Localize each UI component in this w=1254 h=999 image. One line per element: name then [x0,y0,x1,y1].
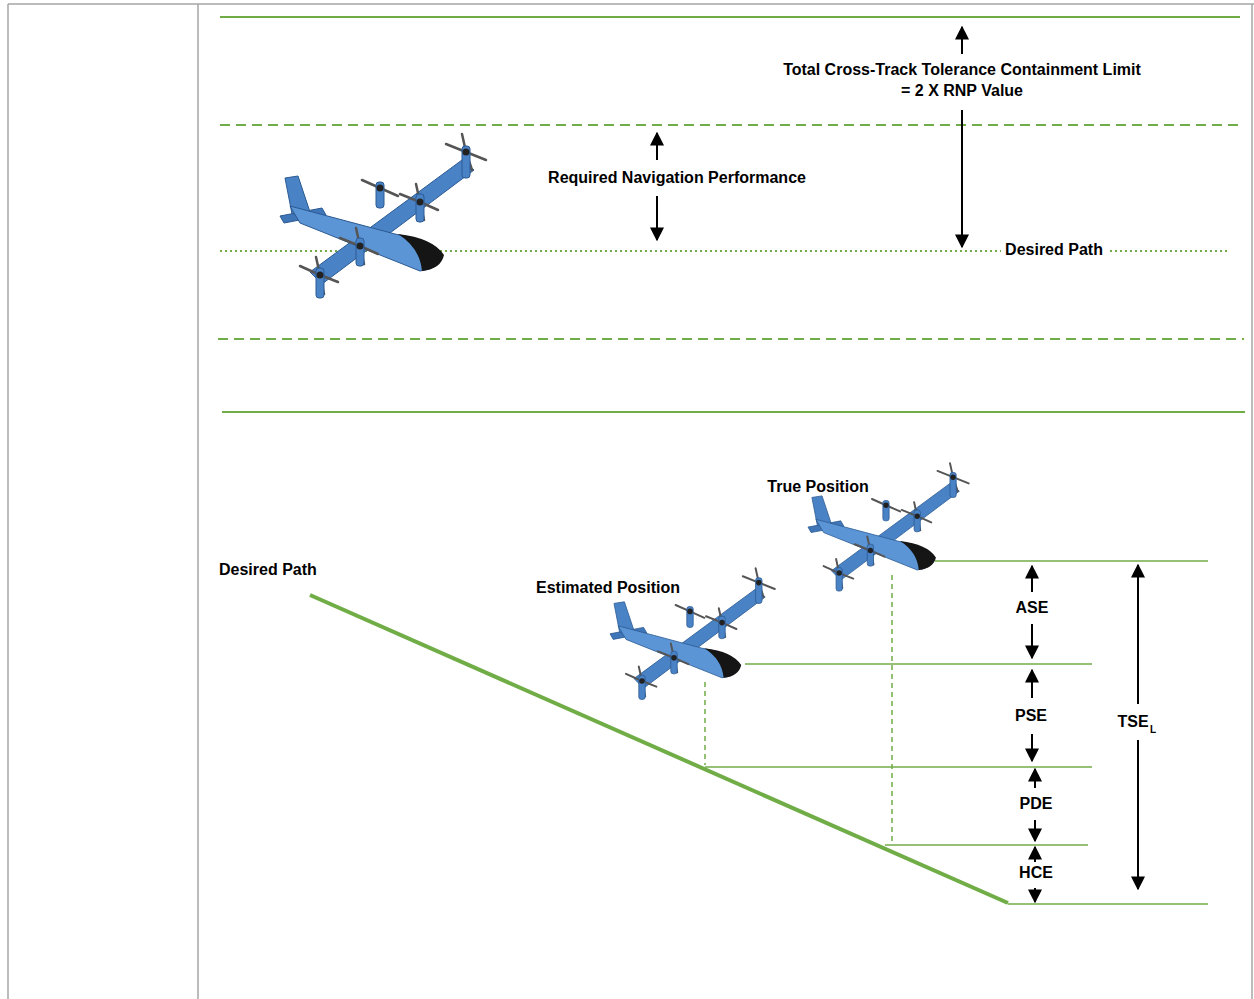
error-label: PSE [1015,706,1047,727]
dimension-arrows [657,27,962,247]
error-label: TSE [1117,712,1148,733]
containment-label: Total Cross-Track Tolerance Containment … [779,60,1145,102]
error-lines [310,561,1208,904]
rnp-label: Required Navigation Performance [548,168,806,189]
path-label: Desired Path [1001,240,1107,261]
containment-lines [218,17,1245,412]
position-label: True Position [767,477,868,498]
table-frame [8,4,1254,999]
error-label: HCE [1019,863,1053,884]
position-label: Estimated Position [536,578,680,599]
path-label: Desired Path [219,560,317,581]
subscript: L [1150,723,1156,736]
error-label: PDE [1020,794,1053,815]
evtol-aircraft [280,134,486,298]
error-label: ASE [1016,598,1049,619]
